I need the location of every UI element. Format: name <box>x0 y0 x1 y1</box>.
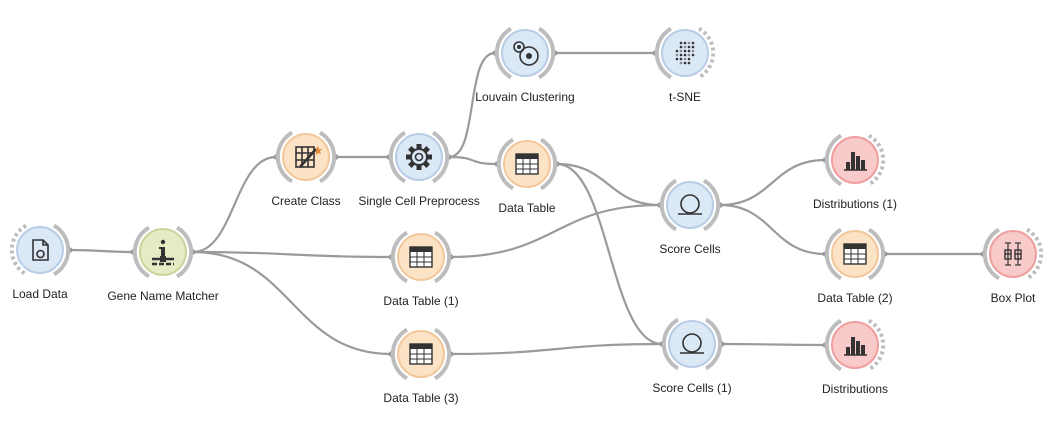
link-single_cell_preprocess-to-louvain_clustering[interactable] <box>448 51 496 159</box>
input-channel[interactable] <box>824 133 843 187</box>
score-icon <box>680 333 704 354</box>
output-channel[interactable] <box>1025 227 1044 281</box>
output-channel[interactable] <box>175 225 194 279</box>
input-channel[interactable] <box>982 227 1001 281</box>
link-score_cells-to-distributions_1[interactable] <box>719 158 826 207</box>
file-icon <box>32 239 49 261</box>
gear-icon <box>406 144 432 170</box>
widget-single-cell-preprocess[interactable]: Single Cell Preprocess <box>358 130 480 208</box>
input-channel[interactable] <box>659 178 678 232</box>
widget-label: Score Cells (1) <box>652 381 731 395</box>
widget-label: Distributions <box>822 382 888 396</box>
output-channel[interactable] <box>867 133 886 187</box>
output-channel[interactable] <box>433 327 452 381</box>
table-icon <box>409 246 433 268</box>
link-gene_name_matcher-to-create_class[interactable] <box>192 155 277 254</box>
widget-data-table-2[interactable]: Data Table (2) <box>817 227 893 305</box>
widget-label: Data Table <box>498 201 555 215</box>
widget-body[interactable] <box>501 29 549 77</box>
output-channel[interactable] <box>702 178 721 232</box>
input-channel[interactable] <box>824 227 843 281</box>
input-channel[interactable] <box>654 26 673 80</box>
output-channel[interactable] <box>537 26 556 80</box>
table-icon <box>843 243 867 265</box>
output-channel[interactable] <box>867 318 886 372</box>
widget-label: Data Table (1) <box>383 294 458 308</box>
output-channel[interactable] <box>431 130 450 184</box>
widget-label: Load Data <box>12 287 68 301</box>
input-channel[interactable] <box>390 327 409 381</box>
link-score_cells_1-to-distributions[interactable] <box>721 342 826 347</box>
box-plot-icon <box>1004 242 1022 266</box>
widget-label: Distributions (1) <box>813 197 897 211</box>
widget-gene-name-matcher[interactable]: Gene Name Matcher <box>107 225 219 303</box>
widget-label: Gene Name Matcher <box>107 289 218 303</box>
output-channel[interactable] <box>867 227 886 281</box>
widget-score-cells[interactable]: Score Cells <box>659 178 721 256</box>
widget-body[interactable] <box>661 29 709 77</box>
widget-data-table[interactable]: Data Table <box>496 137 558 215</box>
input-channel[interactable] <box>388 130 407 184</box>
link-score_cells-to-data_table_2[interactable] <box>719 203 826 256</box>
info-icon <box>152 239 174 266</box>
create-class-icon <box>295 146 322 168</box>
output-channel[interactable] <box>52 223 71 277</box>
widget-body[interactable] <box>666 181 714 229</box>
input-channel[interactable] <box>9 223 28 277</box>
input-channel[interactable] <box>132 225 151 279</box>
widget-score-cells-1[interactable]: Score Cells (1) <box>652 317 732 395</box>
link-single_cell_preprocess-to-data_table[interactable] <box>448 155 498 166</box>
table-icon <box>409 343 433 365</box>
link-data_table_1-to-score_cells[interactable] <box>450 203 661 259</box>
widget-box-plot[interactable]: Box Plot <box>982 227 1044 305</box>
widget-label: Data Table (3) <box>383 391 458 405</box>
louvain-icon <box>513 41 539 66</box>
link-load_data-to-gene_name_matcher[interactable] <box>69 248 134 254</box>
widget-louvain-clustering[interactable]: Louvain Clustering <box>475 26 575 104</box>
output-channel[interactable] <box>433 230 452 284</box>
widget-label: t-SNE <box>669 90 701 104</box>
widget-distributions[interactable]: Distributions <box>822 318 888 396</box>
link-gene_name_matcher-to-data_table_3[interactable] <box>192 250 392 356</box>
widget-label: Louvain Clustering <box>475 90 574 104</box>
input-channel[interactable] <box>824 318 843 372</box>
histogram-icon <box>844 337 867 356</box>
widget-label: Score Cells <box>659 242 720 256</box>
widget-data-table-1[interactable]: Data Table (1) <box>383 230 459 308</box>
nodes-layer: Load Data Gene Name Matcher Create Class Si… <box>9 26 1044 405</box>
score-icon <box>678 194 702 215</box>
tsne-icon <box>675 41 695 65</box>
widget-label: Create Class <box>271 194 340 208</box>
widget-tsne[interactable]: t-SNE <box>654 26 716 104</box>
link-data_table-to-score_cells[interactable] <box>556 162 661 207</box>
widget-load-data[interactable]: Load Data <box>9 223 71 301</box>
link-data_table_3-to-score_cells_1[interactable] <box>450 342 663 356</box>
widget-distributions-1[interactable]: Distributions (1) <box>813 133 897 211</box>
widget-body[interactable] <box>989 230 1037 278</box>
widget-data-table-3[interactable]: Data Table (3) <box>383 327 459 405</box>
widget-body[interactable] <box>282 133 330 181</box>
output-channel[interactable] <box>704 317 723 371</box>
input-channel[interactable] <box>496 137 515 191</box>
output-channel[interactable] <box>539 137 558 191</box>
input-channel[interactable] <box>494 26 513 80</box>
output-channel[interactable] <box>318 130 337 184</box>
widget-body[interactable] <box>668 320 716 368</box>
widget-label: Box Plot <box>991 291 1036 305</box>
link-data_table-to-score_cells_1[interactable] <box>556 162 663 346</box>
widget-label: Data Table (2) <box>817 291 892 305</box>
input-channel[interactable] <box>390 230 409 284</box>
widget-create-class[interactable]: Create Class <box>271 130 341 208</box>
histogram-icon <box>844 152 867 171</box>
input-channel[interactable] <box>661 317 680 371</box>
table-icon <box>515 153 539 175</box>
link-gene_name_matcher-to-data_table_1[interactable] <box>192 250 392 259</box>
output-channel[interactable] <box>697 26 716 80</box>
widget-label: Single Cell Preprocess <box>358 194 479 208</box>
input-channel[interactable] <box>275 130 294 184</box>
